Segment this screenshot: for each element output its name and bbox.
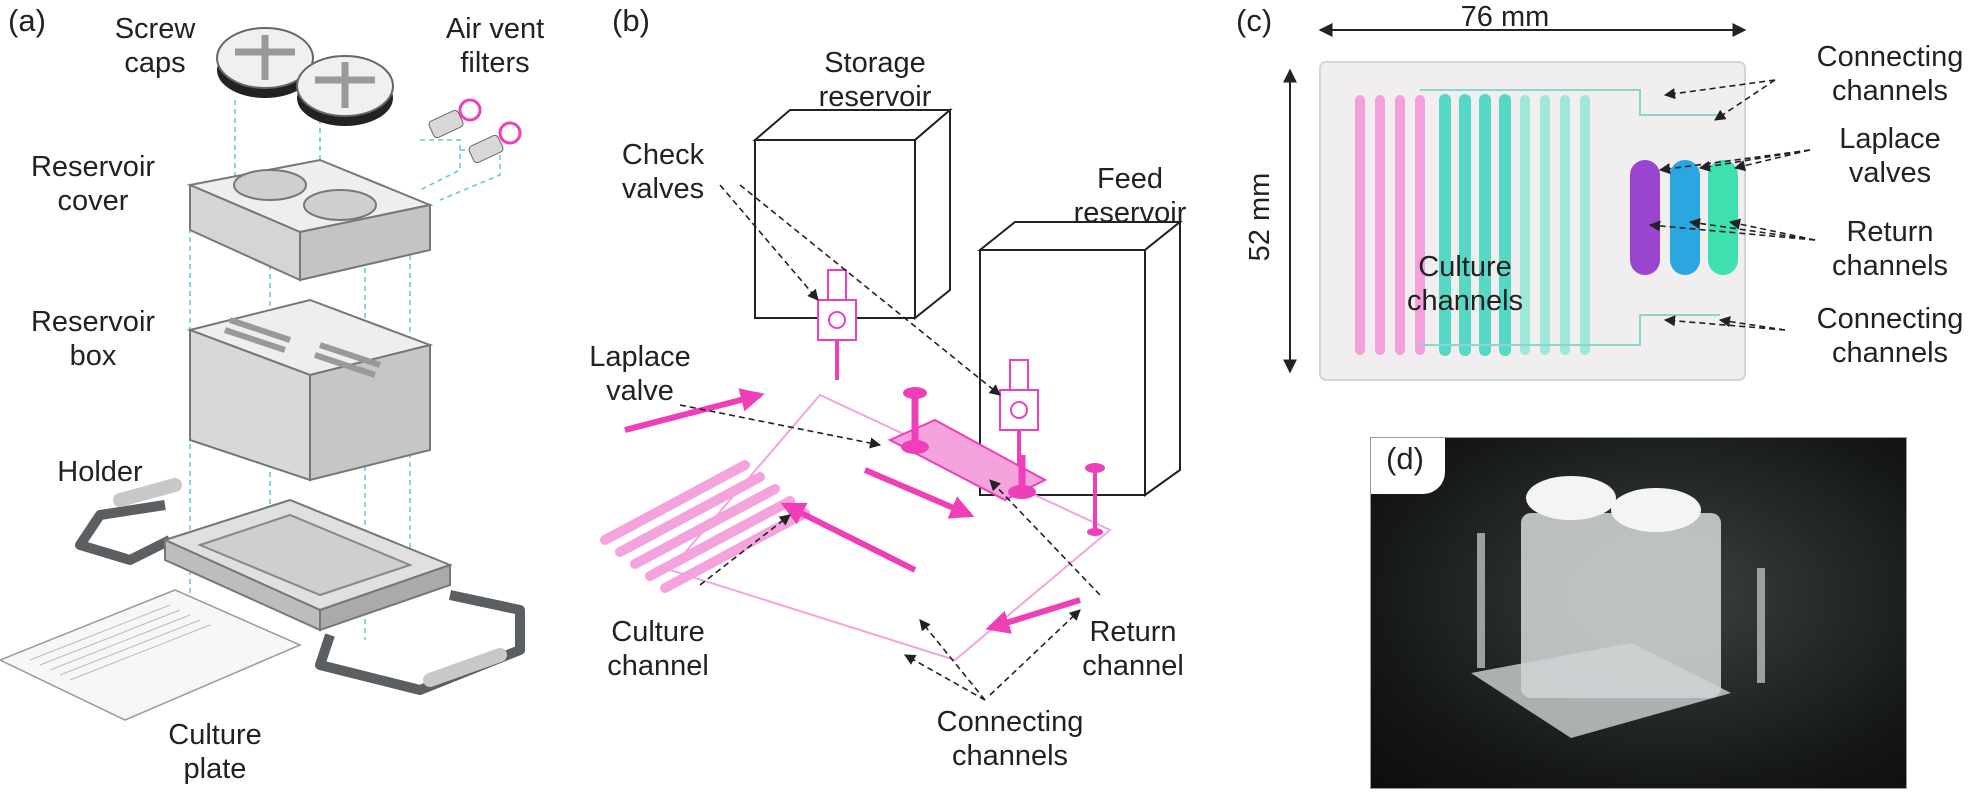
screw-caps-shape: [216, 27, 394, 126]
air-vent-filters-shape: [428, 98, 522, 164]
label-width-76mm: 76 mm: [1460, 1, 1550, 33]
holder-shape: [75, 478, 525, 695]
channel-network: [600, 387, 1112, 662]
device-photo-drawing: [1471, 476, 1765, 738]
label-holder: Holder: [57, 456, 143, 488]
panel-a-drawing: [0, 27, 525, 721]
flow-arrows: [624, 388, 1081, 634]
return-channel-blue: [1670, 160, 1700, 275]
panel-b-tag: (b): [612, 3, 650, 38]
chip-plate: [1319, 61, 1746, 381]
storage-reservoir-shape: [752, 107, 953, 321]
panel-d-tag: (d): [1386, 441, 1424, 476]
panel-a-tag: (a): [8, 3, 46, 38]
panel-c-drawing: [1283, 23, 1816, 381]
device-photo: [1370, 437, 1907, 789]
check-valve-1: [817, 269, 857, 380]
culture-plate-shape: [0, 589, 302, 721]
return-channel-green: [1708, 160, 1738, 275]
panel-b-drawing: [600, 107, 1183, 701]
panel-c-tag: (c): [1236, 3, 1273, 38]
photo-tag-cutout: [1371, 438, 1445, 494]
label-height-52mm: 52 mm: [1244, 172, 1276, 262]
check-valve-2: [999, 359, 1039, 470]
return-channel-purple: [1630, 160, 1660, 275]
reservoir-cover-shape: [186, 158, 434, 282]
feed-reservoir-shape: [977, 219, 1183, 497]
reservoir-box-shape: [186, 298, 434, 482]
